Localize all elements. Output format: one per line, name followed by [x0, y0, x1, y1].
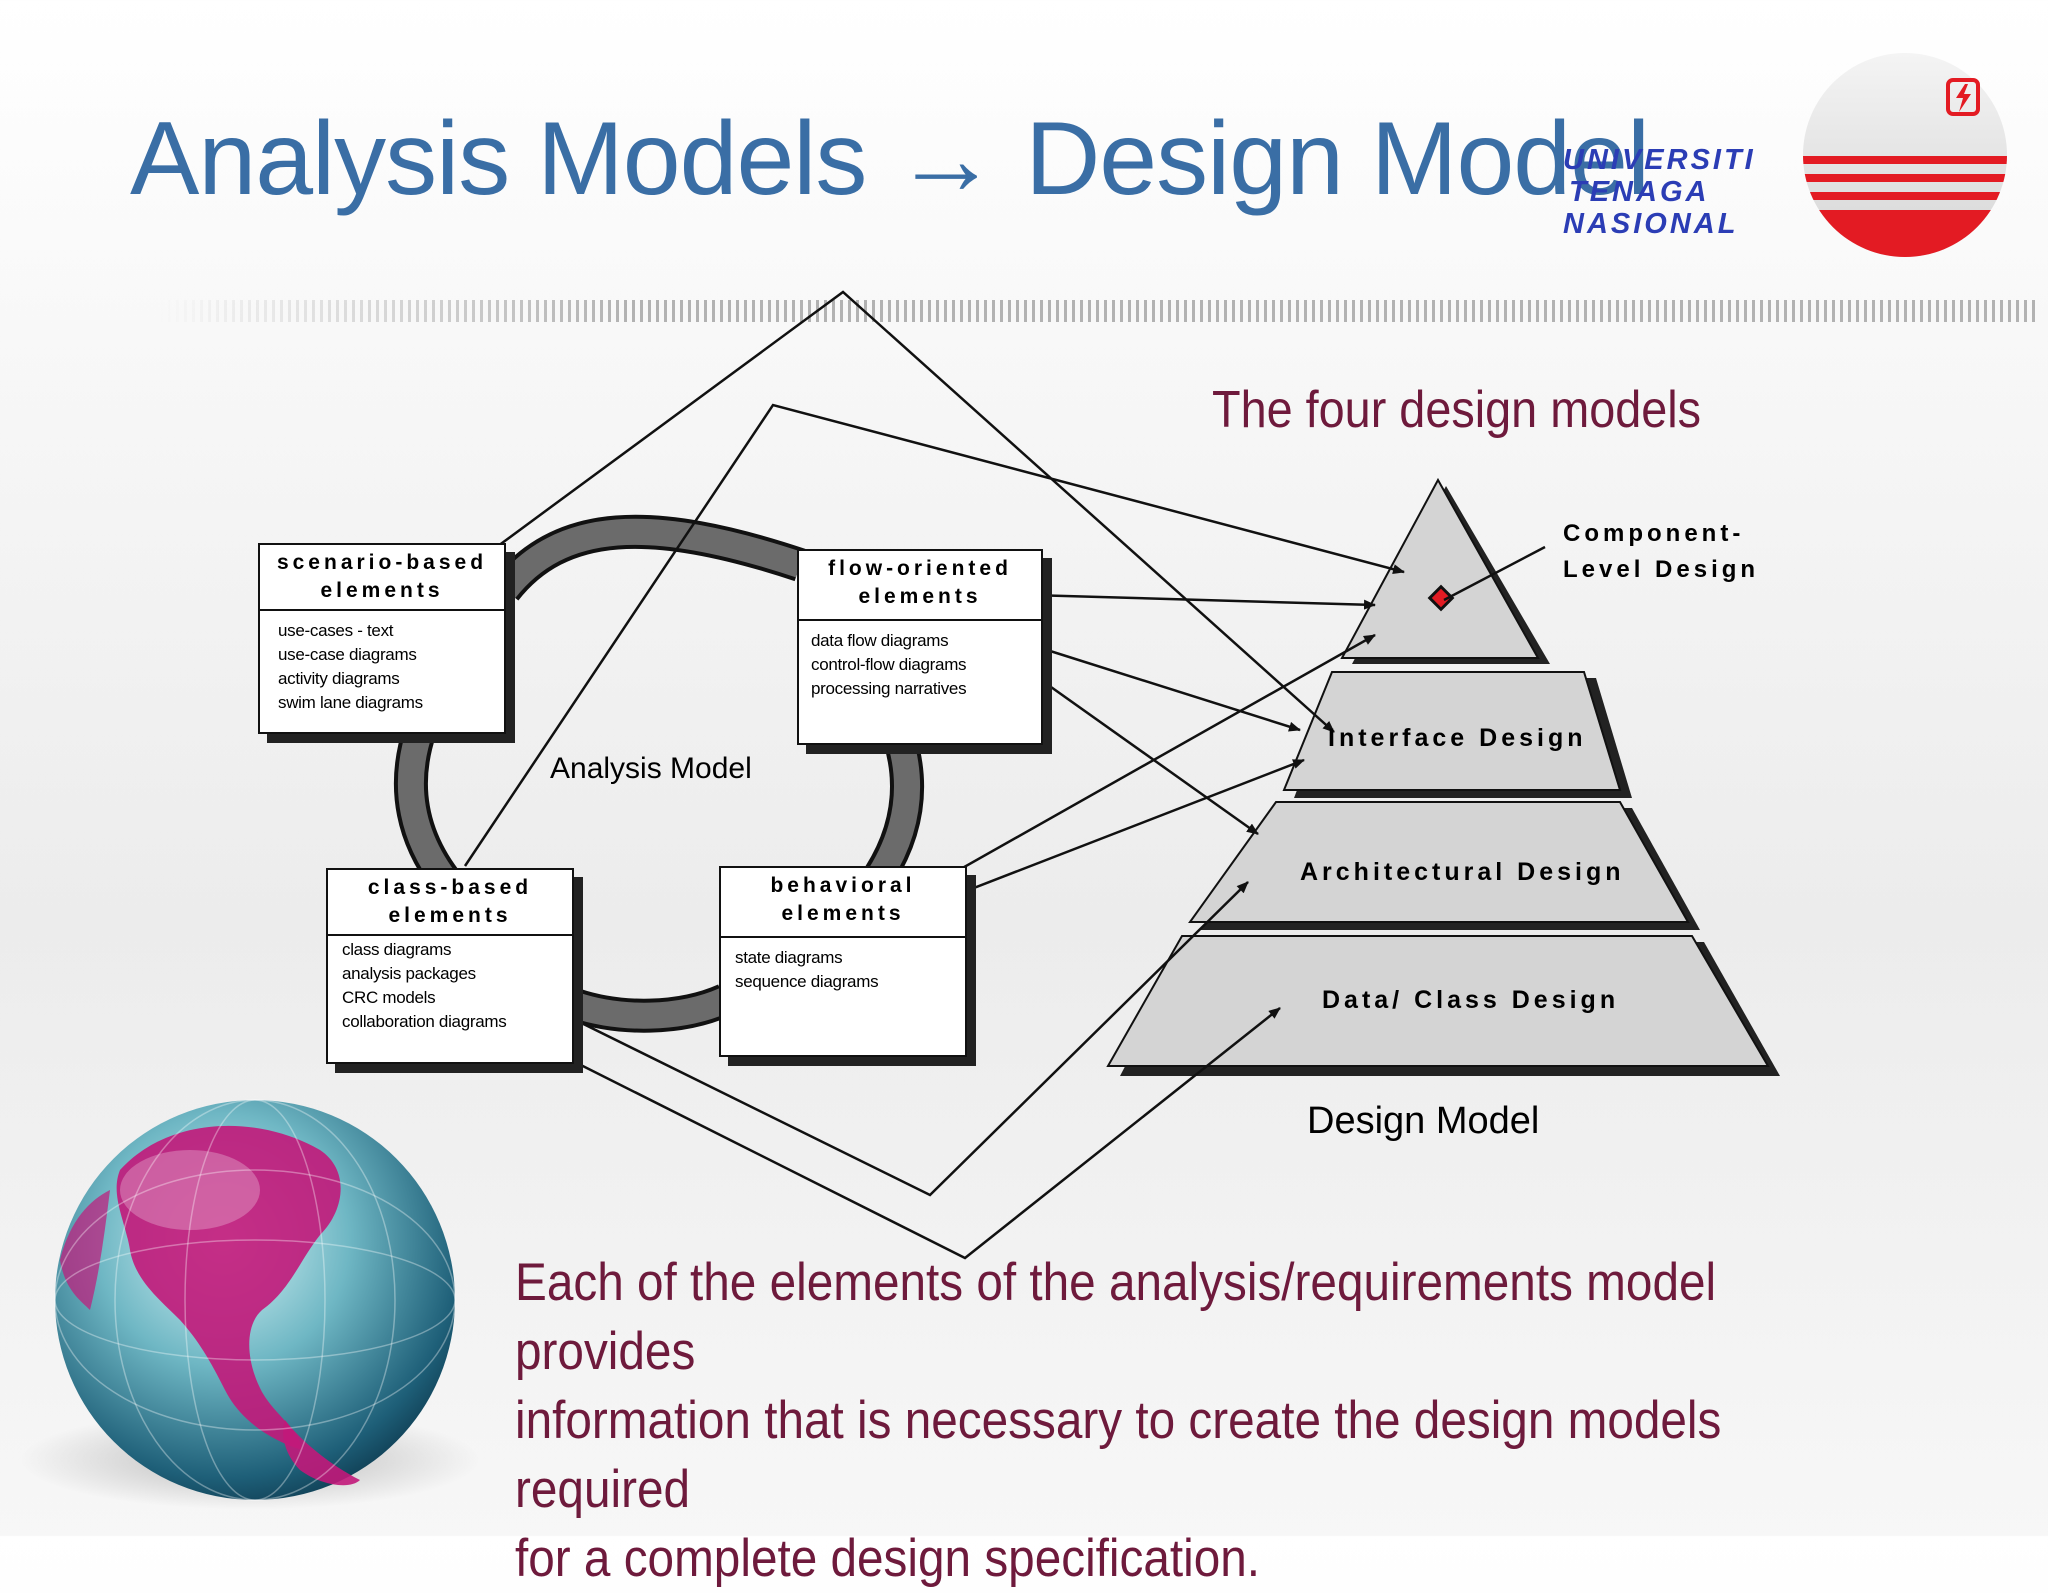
caption-line: Each of the elements of the analysis/req… — [515, 1253, 1717, 1381]
logo-text-line1: UNIVERSITI — [1563, 144, 1756, 176]
list-item: use-case diagrams — [278, 645, 417, 664]
class-based-elements-box: class-based elements class diagrams anal… — [326, 868, 574, 1064]
scenario-title-line2: elements — [320, 579, 444, 602]
list-item: class diagrams — [342, 940, 452, 959]
class-box-header: class-based elements — [328, 870, 572, 936]
behavioral-box-items: state diagrams sequence diagrams — [721, 938, 965, 994]
component-marker-icon — [1427, 584, 1455, 612]
list-item: sequence diagrams — [735, 972, 879, 991]
behavioral-title-line1: behavioral — [770, 874, 916, 897]
list-item: control-flow diagrams — [811, 655, 967, 674]
component-level-line2: Level Design — [1563, 556, 1760, 583]
flow-title-line1: flow-oriented — [828, 557, 1012, 580]
list-item: collaboration diagrams — [342, 1012, 507, 1031]
list-item: processing narratives — [811, 679, 967, 698]
design-model-label: Design Model — [1307, 1100, 1540, 1142]
list-item: state diagrams — [735, 948, 843, 967]
interface-design-label: Interface Design — [1328, 724, 1587, 752]
logo-text-line3: NASIONAL — [1563, 208, 1739, 240]
component-level-line1: Component- — [1563, 520, 1745, 547]
lightning-bolt-icon — [1946, 78, 1980, 116]
architectural-design-label: Architectural Design — [1300, 858, 1625, 886]
list-item: CRC models — [342, 988, 436, 1007]
behavioral-elements-box: behavioral elements state diagrams seque… — [719, 866, 967, 1057]
list-item: use-cases - text — [278, 621, 394, 640]
scenario-based-elements-box: scenario-based elements use-cases - text… — [258, 543, 506, 734]
class-title-line1: class-based — [367, 876, 533, 899]
flow-title-line2: elements — [858, 585, 982, 608]
data-class-design-label: Data/ Class Design — [1322, 986, 1620, 1014]
slide-caption: Each of the elements of the analysis/req… — [515, 1248, 1847, 1593]
list-item: activity diagrams — [278, 669, 400, 688]
analysis-model-ring — [393, 514, 925, 1033]
decorative-barcode-strip — [160, 300, 2040, 322]
design-model-pyramid — [1106, 477, 1780, 1076]
scenario-box-header: scenario-based elements — [260, 545, 504, 611]
caption-line: information that is necessary to create … — [515, 1391, 1722, 1519]
flow-oriented-elements-box: flow-oriented elements data flow diagram… — [797, 549, 1043, 745]
behavioral-title-line2: elements — [781, 902, 905, 925]
flow-box-items: data flow diagrams control-flow diagrams… — [799, 621, 1041, 701]
analysis-design-diagram — [393, 290, 1780, 1260]
class-box-items: class diagrams analysis packages CRC mod… — [328, 936, 572, 1034]
behavioral-box-header: behavioral elements — [721, 868, 965, 938]
flow-box-header: flow-oriented elements — [799, 551, 1041, 621]
globe-illustration — [0, 1020, 520, 1536]
university-logo: UNIVERSITI TENAGA NASIONAL — [1535, 50, 2015, 270]
component-level-design-label: Component- Level Design — [1563, 516, 1759, 588]
list-item: swim lane diagrams — [278, 693, 423, 712]
analysis-model-label: Analysis Model — [550, 752, 752, 785]
logo-graphic — [1803, 53, 2007, 257]
class-title-line2: elements — [388, 904, 512, 927]
slide-title: Analysis Models → Design Model — [130, 101, 1650, 217]
scenario-box-items: use-cases - text use-case diagrams activ… — [260, 611, 504, 715]
list-item: analysis packages — [342, 964, 476, 983]
caption-line: for a complete design specification. — [515, 1529, 1261, 1588]
scenario-title-line1: scenario-based — [276, 551, 488, 574]
list-item: data flow diagrams — [811, 631, 949, 650]
mapping-arrows — [463, 290, 1546, 1260]
logo-text-line2: TENAGA — [1569, 176, 1710, 208]
four-design-models-heading: The four design models — [1212, 381, 1702, 439]
